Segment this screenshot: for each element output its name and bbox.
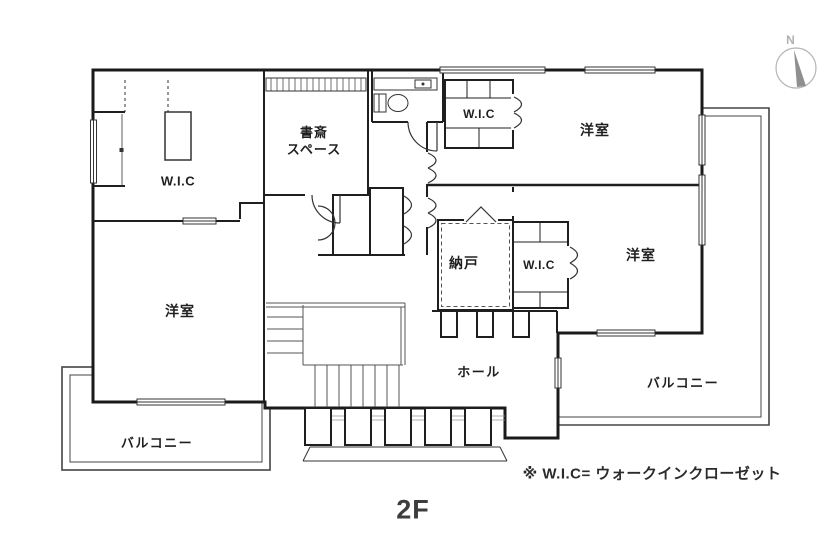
entrance-ledge bbox=[302, 446, 508, 462]
floor-label: 2F bbox=[396, 494, 430, 525]
hall-closets bbox=[332, 187, 404, 256]
wic-left-details bbox=[93, 80, 192, 187]
label-study-line1: 書斎 bbox=[299, 125, 329, 140]
label-study-line2: スペース bbox=[286, 142, 342, 157]
label-bedroom-left: 洋室 bbox=[165, 303, 195, 319]
label-storage: 納戸 bbox=[449, 255, 479, 271]
label-study-space: 書斎 スペース bbox=[287, 124, 341, 158]
wic-top-door-gap bbox=[511, 94, 516, 130]
label-wic-top: W.I.C bbox=[463, 107, 495, 121]
toilet-icon bbox=[373, 77, 438, 113]
compass-icon bbox=[775, 47, 817, 89]
wic-middle-door-gap bbox=[566, 246, 570, 278]
hall-railing-top bbox=[440, 310, 530, 338]
staircase bbox=[266, 302, 406, 407]
wic-footnote: ※ W.I.C= ウォークインクローゼット bbox=[522, 465, 782, 483]
label-wic-left: W.I.C bbox=[160, 173, 196, 189]
compass-north-label: N bbox=[786, 33, 796, 47]
door-symbols bbox=[311, 96, 579, 280]
storage-door-gap bbox=[464, 217, 498, 223]
windows bbox=[90, 66, 706, 406]
label-bedroom-top-right: 洋室 bbox=[580, 122, 610, 138]
study-window-band bbox=[265, 77, 367, 92]
label-wic-middle: W.I.C bbox=[523, 258, 555, 272]
hall-pillars bbox=[302, 407, 508, 462]
label-hall: ホール bbox=[457, 364, 501, 380]
label-balcony-right: バルコニー bbox=[646, 375, 720, 391]
label-bedroom-bottom-right: 洋室 bbox=[626, 247, 656, 263]
label-balcony-left: バルコニー bbox=[120, 435, 194, 451]
